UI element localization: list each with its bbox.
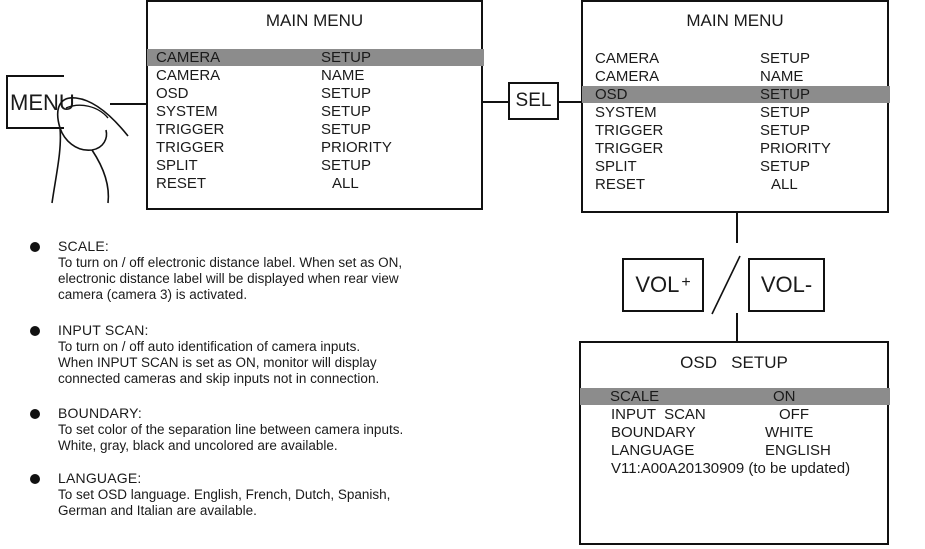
menu-row-camera-setup[interactable]: CAMERA SETUP: [147, 49, 484, 66]
menu-row-trigger-setup[interactable]: TRIGGER SETUP: [595, 122, 811, 139]
menu-row-system-setup[interactable]: SYSTEM SETUP: [595, 104, 811, 121]
desc-boundary-text: To set color of the separation line betw…: [58, 422, 404, 453]
connector-sel-to-main: [559, 101, 581, 103]
main-menu-right-title: MAIN MENU: [686, 11, 784, 30]
osd-version-text: V11:A00A20130909 (to be updated): [611, 460, 851, 477]
bullet-icon: [30, 326, 40, 336]
osd-row-input-scan[interactable]: INPUT SCAN OFF: [611, 406, 809, 423]
menu-row-system-setup[interactable]: SYSTEM SETUP: [156, 103, 372, 120]
connector-vol-to-osd: [736, 313, 738, 341]
osd-row-boundary[interactable]: BOUNDARY WHITE: [611, 424, 814, 441]
menu-row-trigger-setup[interactable]: TRIGGER SETUP: [156, 121, 372, 138]
desc-language: LANGUAGE: To set OSD language. English, …: [30, 470, 550, 522]
osd-row-scale[interactable]: SCALE ON: [580, 388, 890, 405]
connector-menu-to-main: [110, 103, 147, 105]
vol-plus-sign: +: [681, 274, 691, 291]
menu-row-camera-setup[interactable]: CAMERA SETUP: [595, 50, 811, 67]
desc-language-title: LANGUAGE:: [58, 470, 142, 486]
desc-input-scan: INPUT SCAN: To turn on / off auto identi…: [30, 322, 550, 392]
menu-row-osd-setup[interactable]: OSD SETUP: [156, 85, 372, 102]
menu-row-trigger-priority[interactable]: TRIGGER PRIORITY: [156, 139, 392, 156]
pressing-finger-icon: [51, 97, 129, 204]
menu-row-reset-all[interactable]: RESET ALL: [595, 176, 798, 193]
desc-scale-text: To turn on / off electronic distance lab…: [58, 255, 403, 302]
menu-row-split-setup[interactable]: SPLIT SETUP: [595, 158, 811, 175]
main-menu-left-title: MAIN MENU: [265, 11, 364, 30]
main-menu-right: MAIN MENU CAMERA SETUP CAMERA NAME OSD S…: [581, 0, 890, 213]
vol-plus-button[interactable]: VOL+: [622, 258, 704, 312]
desc-scale: SCALE: To turn on / off electronic dista…: [30, 238, 550, 308]
desc-input-scan-text: To turn on / off auto identification of …: [58, 339, 380, 386]
sel-button[interactable]: SEL: [508, 82, 559, 120]
bullet-icon: [30, 474, 40, 484]
menu-button-label: MENU: [10, 90, 75, 115]
desc-boundary: BOUNDARY: To set color of the separation…: [30, 405, 550, 457]
menu-row-split-setup[interactable]: SPLIT SETUP: [156, 157, 372, 174]
desc-language-text: To set OSD language. English, French, Du…: [58, 487, 391, 518]
osd-row-language[interactable]: LANGUAGE ENGLISH: [611, 442, 831, 459]
vol-plus-label: VOL: [635, 272, 680, 297]
vol-minus-button[interactable]: VOL-: [748, 258, 825, 312]
menu-row-trigger-priority[interactable]: TRIGGER PRIORITY: [595, 140, 831, 157]
menu-row-camera-name[interactable]: CAMERA NAME: [156, 67, 365, 84]
vol-minus-label: VOL-: [760, 272, 813, 297]
menu-row-reset-all[interactable]: RESET ALL: [156, 175, 359, 192]
desc-boundary-title: BOUNDARY:: [58, 405, 143, 421]
desc-input-scan-title: INPUT SCAN:: [58, 322, 149, 338]
connector-main-to-sel: [483, 101, 508, 103]
bullet-icon: [30, 242, 40, 252]
osd-setup-menu: OSD SETUP SCALE ON INPUT SCAN OFF BOUNDA…: [579, 341, 890, 545]
slash-divider: [711, 255, 741, 315]
osd-setup-title: OSD SETUP: [680, 353, 788, 372]
bullet-icon: [30, 409, 40, 419]
menu-row-camera-name[interactable]: CAMERA NAME: [595, 68, 804, 85]
main-menu-left: MAIN MENU CAMERA SETUP CAMERA NAME OSD S…: [146, 0, 484, 210]
menu-button[interactable]: MENU: [6, 75, 75, 129]
menu-row-osd-setup[interactable]: OSD SETUP: [582, 86, 890, 103]
sel-button-label: SEL: [515, 90, 552, 111]
connector-main-to-vol: [736, 213, 738, 243]
desc-scale-title: SCALE:: [58, 238, 109, 254]
